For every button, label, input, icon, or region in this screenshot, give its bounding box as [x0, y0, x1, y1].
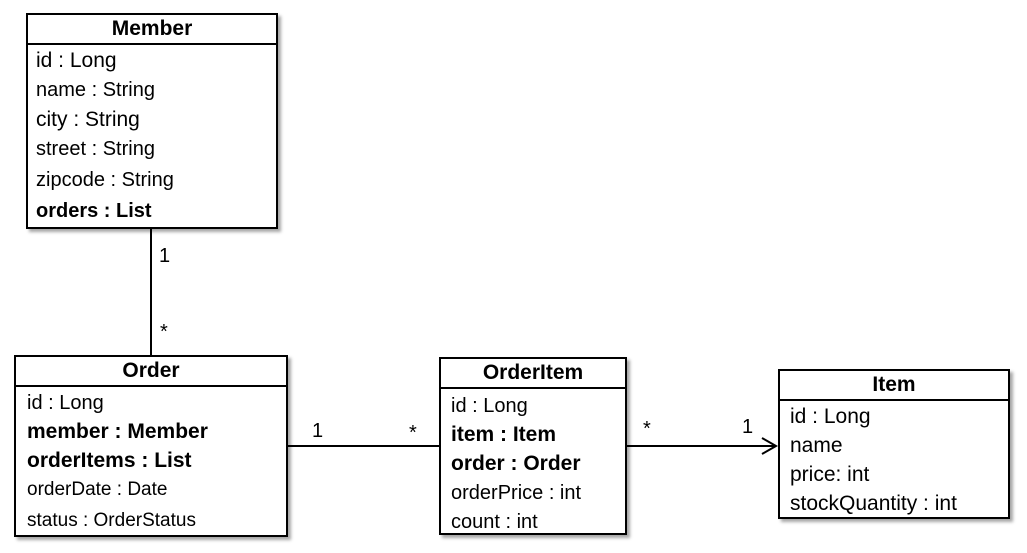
attribute: name : String	[36, 79, 155, 101]
attribute: name	[790, 434, 843, 457]
multiplicity-orderitem-many-right: *	[643, 418, 651, 440]
attribute: id : Long	[790, 405, 871, 428]
attribute: city : String	[36, 108, 140, 131]
attribute: id : Long	[36, 49, 117, 72]
class-title: Item	[780, 371, 1008, 401]
attribute: stockQuantity : int	[790, 492, 957, 515]
attribute: street : String	[36, 138, 155, 160]
multiplicity-order-many: *	[160, 321, 168, 343]
multiplicity-member-one: 1	[159, 245, 171, 267]
attribute: price: int	[790, 463, 870, 486]
multiplicity-item-one: 1	[742, 416, 754, 438]
attribute: member : Member	[27, 420, 208, 443]
multiplicity-order-one: 1	[312, 420, 324, 442]
attribute: orders : List	[36, 200, 152, 222]
attribute: orderItems : List	[27, 449, 192, 472]
attribute: zipcode : String	[36, 169, 174, 191]
attribute: count : int	[451, 511, 538, 533]
orderitem-class[interactable]: OrderItem id : Long item : Item order : …	[439, 357, 627, 535]
class-title: OrderItem	[441, 359, 625, 389]
attribute: id : Long	[27, 392, 104, 414]
class-title: Order	[16, 357, 286, 387]
attribute: status : OrderStatus	[27, 510, 196, 531]
attribute: item : Item	[451, 423, 557, 446]
navigability-arrowhead	[761, 437, 779, 455]
attribute: id : Long	[451, 395, 528, 417]
order-class[interactable]: Order id : Long member : Member orderIte…	[14, 355, 288, 537]
attribute: order : Order	[451, 452, 581, 475]
item-class[interactable]: Item id : Long name price: int stockQuan…	[778, 369, 1010, 519]
class-title: Member	[28, 15, 276, 45]
attribute: orderDate : Date	[27, 479, 168, 500]
multiplicity-orderitem-many-left: *	[409, 422, 417, 444]
member-class[interactable]: Member id : Long name : String city : St…	[26, 13, 278, 229]
attribute: orderPrice : int	[451, 482, 582, 504]
